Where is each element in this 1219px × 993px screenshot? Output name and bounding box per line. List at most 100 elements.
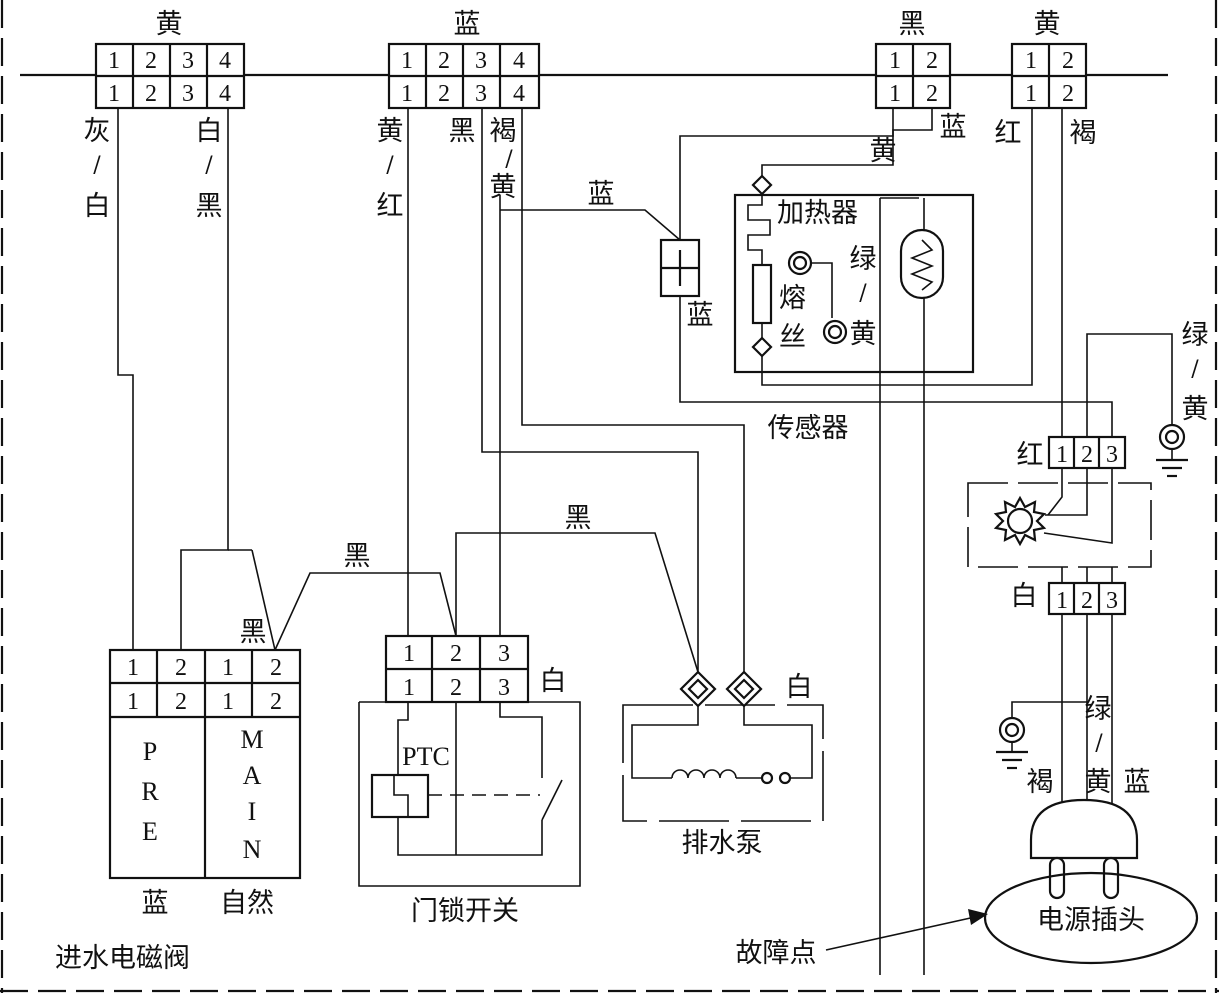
label-yellow: 黄 [870,136,897,167]
wire-motor-in-2 [1045,468,1088,516]
label-white: 白 [540,666,567,697]
c1-pin-4-bottom: 4 [219,81,231,107]
motor-bot-pin-1: 1 [1056,588,1068,614]
label-slash: / [1095,731,1103,756]
wire-labels: 灰 / 白 白 / 黑 黄 / 红 黑 褐 / 黄 蓝 蓝 黄 红 褐 蓝 绿 … [84,112,1209,798]
ground-symbol-lower [996,716,1028,770]
label-yellow: 黄 [850,319,877,350]
c4-pin-1-bottom: 1 [1025,81,1037,107]
pre-char-3: E [142,817,158,846]
mid-connector [659,238,701,298]
label-green: 绿 [1085,694,1112,725]
label-blue: 蓝 [940,112,967,143]
label-yellow: 黄 [377,116,404,147]
label-slash: / [93,153,101,178]
label-slash: / [859,281,867,306]
c1-color-label: 黄 [156,9,183,40]
valve-label-blue: 蓝 [142,888,169,919]
valve-pin-2: 2 [175,655,187,681]
valve-pin-4b: 2 [270,689,282,715]
fuse-char-2: 丝 [779,322,806,353]
inlet-valve: 1 2 1 2 1 2 1 2 P R E M A I N 蓝 自然 进水电磁阀 [55,648,302,974]
c2-pin-2-bottom: 2 [438,81,450,107]
lock-wire-1 [397,702,409,775]
pump-coil [671,769,737,779]
label-blue: 蓝 [588,179,615,210]
label-black: 黑 [565,503,592,534]
ptc-element [370,773,430,819]
c1-pin-1-top: 1 [108,48,120,74]
valve-pin-2b: 2 [175,689,187,715]
wire-c3-to-mid [679,108,894,240]
connector-2: 1 2 3 4 1 2 3 4 蓝 [387,9,541,110]
sensor-ntc [899,228,945,300]
wire-gray-white [117,108,134,650]
label-yellow: 黄 [1085,767,1112,798]
heater-label: 加热器 [777,198,858,229]
wires [117,108,1173,975]
label-black: 黑 [344,541,371,572]
label-black: 黑 [196,191,223,222]
label-slash: / [386,153,394,178]
wire-brown-yellow [521,108,745,672]
fault-point: 故障点 [736,909,988,969]
fuse-char-1: 熔 [779,283,806,314]
label-brown: 褐 [1070,118,1097,149]
c2-pin-4-bottom: 4 [513,81,525,107]
sensor-zigzag [909,239,935,291]
wire-ground-top [1086,333,1173,437]
ground-link [811,262,833,318]
c1-pin-4-top: 4 [219,48,231,74]
label-black: 黑 [449,116,476,147]
c1-pin-3-top: 3 [182,48,194,74]
label-green: 绿 [850,244,877,275]
valve-pin-3: 1 [222,655,234,681]
c4-color-label: 黄 [1034,9,1061,40]
valve-pin-1: 1 [127,655,139,681]
wire-blue-sensor [500,209,681,241]
label-red: 红 [377,191,404,222]
lock-pin-1: 1 [403,641,415,667]
c3-pin-1-bottom: 1 [889,81,901,107]
wire-black-valve [251,549,276,651]
c2-pin-1-top: 1 [401,48,413,74]
c1-pin-2-top: 2 [145,48,157,74]
main-char-2: A [243,761,262,790]
c2-color-label: 蓝 [454,9,481,40]
label-yellow: 黄 [490,172,517,203]
wire-black-pump [481,108,699,672]
wire-black-lock-pump [455,532,699,673]
label-slash: / [1191,357,1199,382]
lock-pin-2: 2 [450,641,462,667]
motor-top-pin-3: 3 [1106,442,1118,468]
wire-heater-c4 [761,108,1033,386]
lock-pin-3: 3 [498,641,510,667]
valve-pin-1b: 1 [127,689,139,715]
lock-pin-3b: 3 [498,675,510,701]
c1-pin-3-bottom: 3 [182,81,194,107]
c3-pin-2-top: 2 [926,48,938,74]
wire-motor-in-1 [1047,468,1063,516]
heater-element [747,194,771,265]
c1-pin-1-bottom: 1 [108,81,120,107]
c1-pin-2-bottom: 2 [145,81,157,107]
power-plug-label: 电源插头 [1037,905,1145,936]
drain-pump-label: 排水泵 [682,828,763,859]
valve-pin-3b: 1 [222,689,234,715]
c4-pin-1-top: 1 [1025,48,1037,74]
heater-terminal-top [751,174,773,196]
label-slash: / [205,153,213,178]
pre-char-2: R [141,777,159,806]
valve-pin-4: 2 [270,655,282,681]
motor-terminals: 1 2 3 1 2 3 [967,435,1152,616]
label-white: 白 [786,672,813,703]
lock-pin-1b: 1 [403,675,415,701]
motor-top-pin-1: 1 [1056,442,1068,468]
switch-blade [541,779,563,821]
label-brown: 褐 [490,116,517,147]
wire-white-black [180,108,229,650]
label-red: 红 [1017,440,1044,471]
c2-pin-2-top: 2 [438,48,450,74]
label-yellow: 黄 [1182,394,1209,425]
